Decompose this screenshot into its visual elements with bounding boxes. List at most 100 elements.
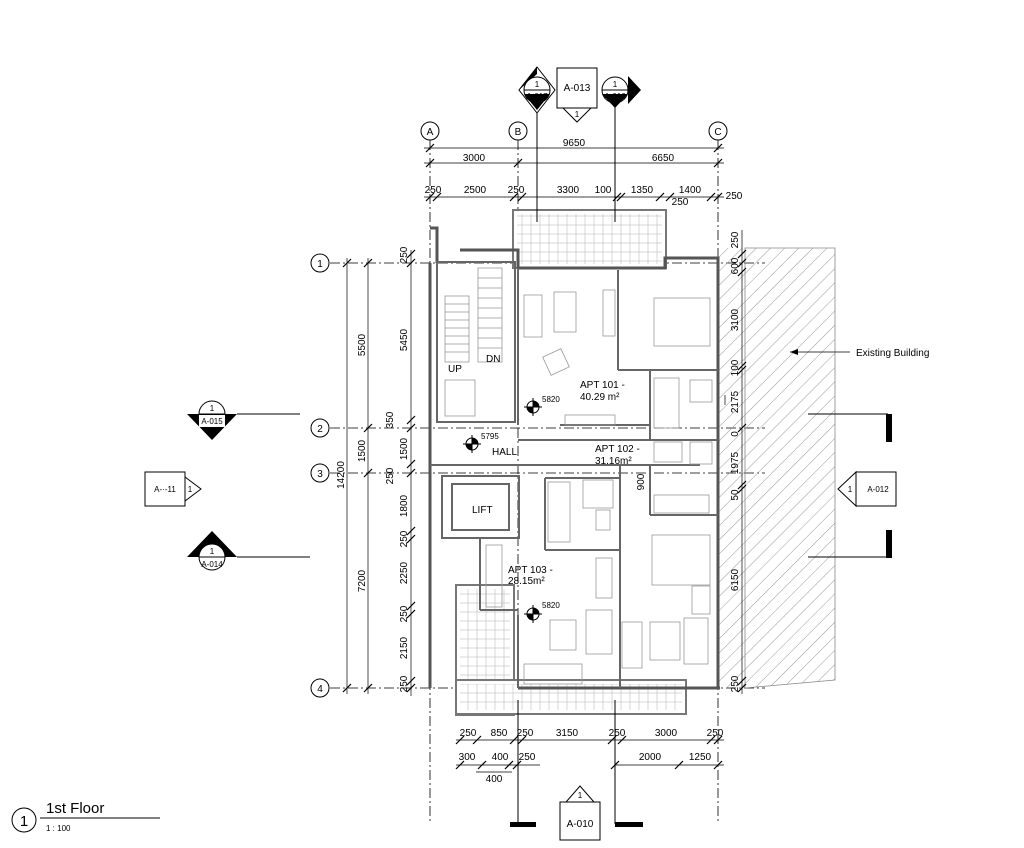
svg-text:1: 1 (188, 485, 193, 494)
dim-left-seg-2: 7200 (357, 569, 368, 592)
dim-left-in-0: 250 (399, 246, 410, 263)
svg-text:1: 1 (317, 259, 323, 270)
dim-top-ab: 3000 (463, 153, 486, 164)
dim-left-in-5: 1800 (399, 494, 410, 517)
apt-101-area: 40.29 m² (580, 392, 620, 403)
level-marker-apt103: 5820 (524, 601, 560, 623)
grid-bubble-a: A (420, 121, 440, 141)
section-tag-a11: A-·-11 1 (144, 471, 202, 507)
dim-bottom2-0: 300 (459, 752, 476, 763)
dim-top-0: 250 (425, 185, 442, 196)
svg-text:4: 4 (317, 684, 323, 695)
apt-101-name: APT 101 - (580, 380, 625, 391)
svg-text:1: 1 (575, 110, 580, 119)
dim-bottom-2: 250 (517, 728, 534, 739)
dimension-lines-right (724, 230, 747, 694)
view-number: 1 (20, 813, 28, 830)
apt-102-area: 31.16m² (595, 456, 632, 467)
svg-text:A: A (427, 127, 434, 138)
section-tag-a015: 1 A-015 (187, 400, 300, 440)
section-tag-a012: 1 A-012 (808, 413, 897, 558)
grid-bubble-b: B (508, 121, 528, 141)
dim-left-seg-1: 1500 (357, 439, 368, 462)
dim-left-in-3: 1500 (399, 437, 410, 460)
stair-up-label: UP (448, 364, 462, 375)
grid-bubble-4: 4 (310, 678, 330, 698)
dim-left-in-1: 5450 (399, 328, 410, 351)
dim-top-2: 250 (508, 185, 525, 196)
section-tag-a016: 1 A-016 (601, 76, 641, 222)
apt-103-name: APT 103 - (508, 565, 553, 576)
dimension-lines-top (424, 143, 724, 202)
svg-text:1: 1 (613, 80, 618, 89)
dim-top-3: 3300 (557, 185, 580, 196)
dim-left-in-4: 250 (385, 467, 396, 484)
svg-text:5795: 5795 (481, 432, 499, 441)
dim-left-in-10: 250 (399, 675, 410, 692)
dim-left-in-8: 250 (399, 605, 410, 622)
svg-text:A-015: A-015 (201, 417, 223, 426)
dim-right-2: 3100 (730, 308, 741, 331)
dim-right-4: 2175 (730, 390, 741, 413)
dim-bottom3: 400 (486, 774, 503, 785)
view-title: 1 1st Floor 1 : 100 (11, 800, 160, 833)
dim-top-6: 1400 (679, 185, 702, 196)
grid-bubble-3: 3 (310, 463, 330, 483)
dim-bottom2-2: 250 (519, 752, 536, 763)
svg-text:C: C (714, 127, 721, 138)
dim-right-6: 1975 (730, 451, 741, 474)
dim-bottom-1: 850 (491, 728, 508, 739)
hall-label: HALL (492, 447, 517, 458)
dim-right-0: 250 (730, 231, 741, 248)
dim-top-extra: 250 (672, 197, 689, 208)
svg-text:A-014: A-014 (201, 560, 223, 569)
dim-left-seg-0: 5500 (357, 333, 368, 356)
dim-top-7: 250 (726, 191, 743, 202)
svg-text:3: 3 (317, 469, 323, 480)
level-marker-apt101: 5820 (524, 395, 560, 416)
section-tag-a013: A-013 1 (556, 67, 598, 123)
dim-top-overall: 9650 (563, 138, 586, 149)
dim-top-1: 2500 (464, 185, 487, 196)
stair-down-label: DN (486, 354, 500, 365)
svg-text:1: 1 (578, 791, 583, 800)
view-title-text: 1st Floor (46, 800, 104, 817)
balcony-bottom (455, 679, 687, 715)
svg-text:2: 2 (317, 424, 323, 435)
dimension-lines-left (342, 249, 416, 696)
dim-bottom2-1: 400 (492, 752, 509, 763)
dim-bottom-right-0: 2000 (639, 752, 662, 763)
dim-right-7: 50 (730, 489, 741, 501)
dim-bottom-3: 3150 (556, 728, 579, 739)
dim-right-5: 0 (730, 431, 741, 437)
dim-bottom-5: 3000 (655, 728, 678, 739)
existing-building: Existing Building (718, 247, 929, 689)
dimension-lines-bottom (455, 735, 724, 773)
existing-building-label: Existing Building (856, 348, 929, 359)
svg-text:1: 1 (210, 547, 215, 556)
dim-top-5: 1350 (631, 185, 654, 196)
grid-bubble-1: 1 (310, 253, 330, 273)
dim-right-900: 900 (636, 473, 647, 490)
dim-right-1: 600 (730, 257, 741, 274)
svg-text:A-013: A-013 (564, 83, 591, 94)
grid-bubble-2: 2 (310, 418, 330, 438)
furniture (485, 289, 713, 685)
dim-bottom-right-1: 1250 (689, 752, 712, 763)
svg-text:B: B (515, 127, 522, 138)
dim-bottom-6: 250 (707, 728, 724, 739)
dim-left-overall: 14200 (336, 461, 347, 489)
stair (444, 267, 503, 417)
svg-text:A-012: A-012 (867, 485, 889, 494)
dim-top-bc: 6650 (652, 153, 675, 164)
dim-left-in-9: 2150 (399, 636, 410, 659)
section-tag-a014: 1 A-014 (187, 531, 310, 571)
dim-top-4: 100 (595, 185, 612, 196)
svg-text:1: 1 (210, 404, 215, 413)
grid-bubble-c: C (708, 121, 728, 141)
svg-text:5820: 5820 (542, 601, 560, 610)
dim-left-in-7: 2250 (399, 561, 410, 584)
svg-text:A-016: A-016 (604, 92, 626, 101)
lift-label: LIFT (472, 505, 493, 516)
